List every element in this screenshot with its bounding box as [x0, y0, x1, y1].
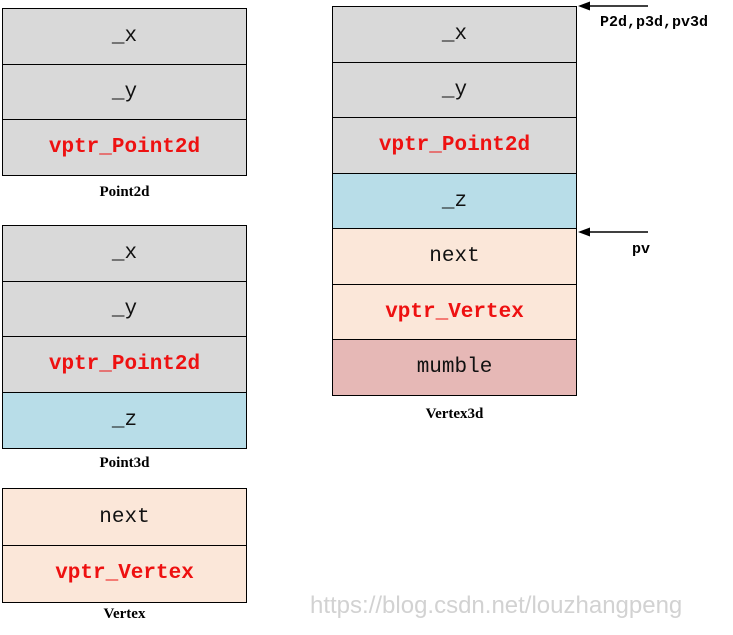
point3d-y-field: _y	[2, 280, 247, 338]
point3d-vptr-field: vptr_Point2d	[2, 336, 247, 393]
watermark-text: https://blog.csdn.net/louzhangpeng	[310, 592, 683, 619]
point3d-x-field: _x	[2, 225, 247, 282]
mid-pointer-label: pv	[632, 241, 651, 258]
point2d-caption: Point2d	[99, 184, 150, 200]
vertex-caption: Vertex	[103, 606, 146, 622]
vertex3d-mumble-field: mumble	[332, 339, 577, 396]
vertex3d-z-field: _z	[332, 172, 577, 230]
top-pointer-arrow	[578, 1, 648, 11]
vertex3d-y-field: _y	[332, 61, 577, 119]
vertex3d-layout: _x _y vptr_Point2d _z next vptr_Vertex m…	[332, 6, 577, 396]
mid-pointer-arrow	[578, 227, 648, 237]
vertex3d-next-field: next	[332, 228, 577, 285]
vertex3d-vptr-point2d-field: vptr_Point2d	[332, 117, 577, 174]
point2d-vptr-field: vptr_Point2d	[2, 119, 247, 176]
point2d-layout: _x _y vptr_Point2d	[2, 8, 247, 176]
vertex3d-vptr-vertex-field: vptr_Vertex	[332, 283, 577, 341]
vertex-next-field: next	[2, 488, 247, 546]
point3d-caption: Point3d	[99, 455, 150, 471]
vertex-layout: next vptr_Vertex	[2, 488, 247, 603]
vertex-vptr-field: vptr_Vertex	[2, 544, 247, 603]
point2d-x-field: _x	[2, 8, 247, 65]
vertex3d-x-field: _x	[332, 6, 577, 63]
top-pointer-label: P2d,p3d,pv3d	[600, 14, 709, 31]
vertex3d-caption: Vertex3d	[425, 406, 484, 422]
point3d-layout: _x _y vptr_Point2d _z	[2, 225, 247, 449]
point3d-z-field: _z	[2, 391, 247, 449]
